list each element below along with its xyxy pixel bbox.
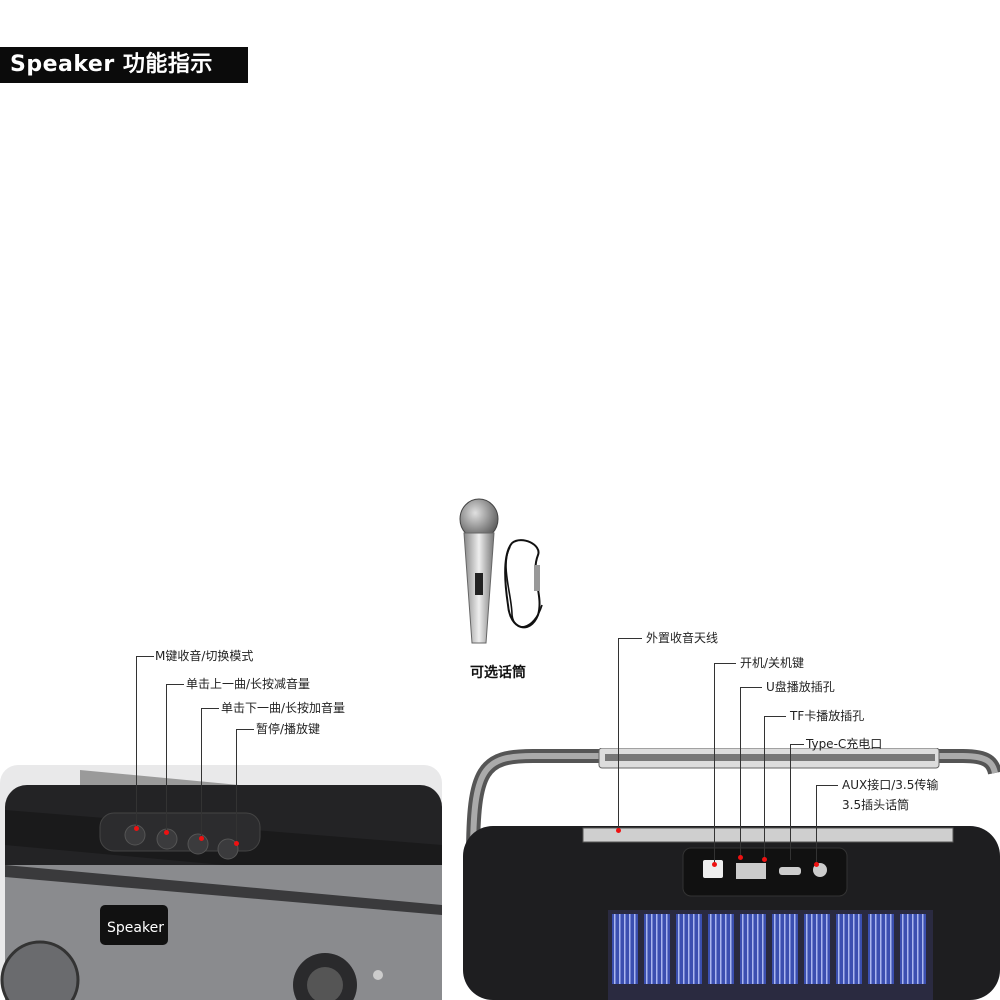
solar-cell-stripe [922, 914, 924, 984]
callout-aux-line1: AUX接口/3.5传输 [842, 778, 939, 792]
solar-cell-stripe [880, 914, 882, 984]
microphone-caption: 可选话筒 [470, 665, 526, 681]
solar-cell-stripe [688, 914, 690, 984]
solar-cell-stripe [646, 914, 648, 984]
solar-cell-stripe [870, 914, 872, 984]
solar-cell-stripe [784, 914, 786, 984]
solar-cell-stripe [917, 914, 919, 984]
solar-cell-stripe [651, 914, 653, 984]
callout-power: 开机/关机键 [740, 656, 805, 670]
callout-next: 单击下一曲/长按加音量 [221, 701, 346, 715]
solar-cell-stripe [902, 914, 904, 984]
solar-cell-stripe [848, 914, 850, 984]
solar-cell-stripe [661, 914, 663, 984]
callout-prev: 单击上一曲/长按减音量 [186, 677, 311, 691]
callout-typec: Type-C充电口 [806, 737, 883, 751]
solar-cell-stripe [678, 914, 680, 984]
solar-cell-stripe [779, 914, 781, 984]
solar-cell-stripe [619, 914, 621, 984]
callout-tf: TF卡播放插孔 [790, 709, 865, 723]
solar-cell-stripe [715, 914, 717, 984]
solar-cell-stripe [774, 914, 776, 984]
solar-cell-stripe [806, 914, 808, 984]
solar-cell-stripe [843, 914, 845, 984]
microphone-illustration [459, 498, 543, 644]
solar-cell-stripe [730, 914, 732, 984]
solar-cell-stripe [890, 914, 892, 984]
solar-cell-stripe [710, 914, 712, 984]
solar-cell-stripe [762, 914, 764, 984]
solar-cell-stripe [789, 914, 791, 984]
solar-cell-stripe [875, 914, 877, 984]
solar-cell-stripe [821, 914, 823, 984]
solar-cell-stripe [693, 914, 695, 984]
solar-cell-stripe [742, 914, 744, 984]
callout-aux-line2: 3.5插头话筒 [842, 798, 910, 812]
page-title: Speaker 功能指示 [0, 47, 248, 83]
solar-cell-stripe [698, 914, 700, 984]
solar-cell-stripe [725, 914, 727, 984]
solar-cell-stripe [666, 914, 668, 984]
solar-cell-stripe [757, 914, 759, 984]
solar-cell-stripe [752, 914, 754, 984]
solar-cell-stripe [656, 914, 658, 984]
solar-cell-stripe [629, 914, 631, 984]
callout-antenna: 外置收音天线 [646, 631, 719, 645]
callout-usb: U盘播放插孔 [766, 680, 835, 694]
solar-cell-stripe [720, 914, 722, 984]
solar-cell-stripe [816, 914, 818, 984]
solar-cell-stripe [853, 914, 855, 984]
solar-cell-stripe [885, 914, 887, 984]
solar-cell-stripe [811, 914, 813, 984]
speaker-front-image [0, 765, 442, 1000]
solar-cell-stripe [794, 914, 796, 984]
solar-cell-stripe [683, 914, 685, 984]
solar-cell-stripe [634, 914, 636, 984]
solar-panel [612, 914, 926, 984]
speaker-logo: Speaker [107, 920, 164, 936]
callout-m-key: M键收音/切换模式 [155, 649, 254, 663]
solar-cell-stripe [912, 914, 914, 984]
solar-cell-stripe [826, 914, 828, 984]
solar-cell-stripe [624, 914, 626, 984]
solar-cell-stripe [614, 914, 616, 984]
callout-play: 暂停/播放键 [256, 722, 321, 736]
solar-cell-stripe [858, 914, 860, 984]
solar-cell-stripe [838, 914, 840, 984]
solar-cell-stripe [907, 914, 909, 984]
solar-cell-stripe [747, 914, 749, 984]
